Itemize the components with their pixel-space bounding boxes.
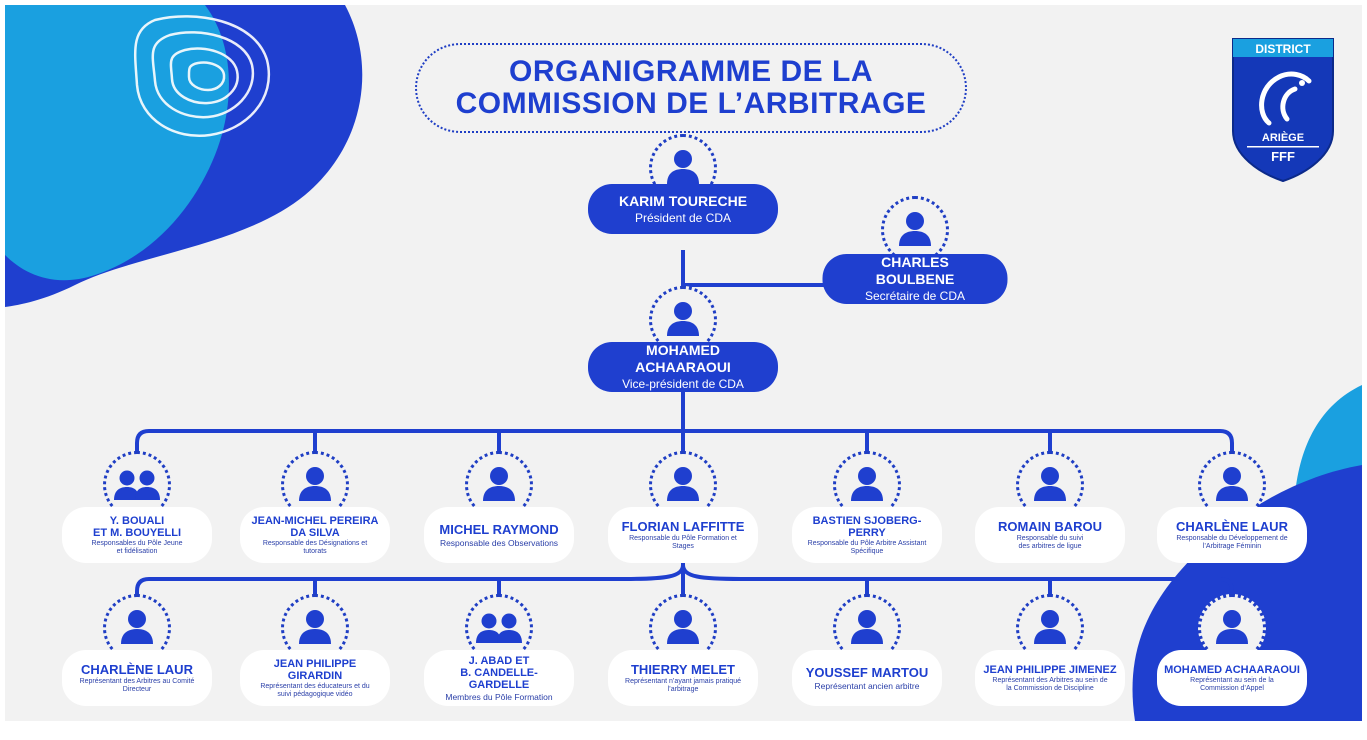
person-icon (667, 302, 699, 336)
member-name: J. ABAD ET B. CANDELLE-GARDELLE (460, 654, 538, 691)
president-card: KARIM TOURECHE Président de CDA (588, 184, 778, 234)
member-name: JEAN-MICHEL PEREIRA DA SILVA (251, 514, 379, 539)
member-name: YOUSSEF MARTOU (805, 664, 929, 680)
member-role: Responsable du Pôle Arbitre Assistant Sp… (807, 539, 927, 555)
person-icon (299, 467, 331, 501)
member-name: MOHAMED ACHAARAOUI (1164, 663, 1300, 676)
member-role: Représentant des éducateurs et du suivi … (260, 682, 370, 698)
person-icon (1034, 467, 1066, 501)
decorative-blue-shape-top-left (5, 5, 363, 307)
person-icon (1216, 467, 1248, 501)
member-name: THIERRY MELET (630, 661, 735, 677)
person-icon (1034, 610, 1066, 644)
logo-mid-text: ARIÈGE (1262, 131, 1304, 144)
president-role: Président de CDA (634, 210, 732, 225)
member-role: Responsable des Désignations et tutorats (262, 539, 368, 555)
person-icon (1216, 610, 1248, 644)
secretary-name: CHARLES BOULBENE (875, 254, 955, 287)
member-name: JEAN PHILIPPE JIMENEZ (983, 663, 1117, 676)
title-line-2: COMMISSION DE L’ARBITRAGE (455, 87, 927, 120)
secretary-role: Secrétaire de CDA (864, 289, 966, 303)
secretary-avatar (881, 196, 949, 264)
vice-president-role: Vice-président de CDA (622, 377, 744, 391)
member-name: ROMAIN BAROU (998, 518, 1102, 534)
member-role: Représentant n’ayant jamais pratiqué l’a… (625, 677, 741, 693)
president-name: KARIM TOURECHE (618, 192, 748, 209)
person-icon (483, 467, 515, 501)
member-role: Responsable du Développement de l’Arbitr… (1176, 534, 1288, 550)
person-icon (667, 150, 699, 184)
person-icon (121, 610, 153, 644)
member-name: BASTIEN SJOBERG-PERRY (812, 514, 922, 539)
person-icon (667, 467, 699, 501)
member-role: Responsable du suivi des arbitres de lig… (1016, 534, 1084, 550)
member-role: Responsables du Pôle Jeune et fidélisati… (91, 539, 183, 555)
person-icon (299, 610, 331, 644)
person-icon (667, 610, 699, 644)
member-name: CHARLÈNE LAUR (81, 661, 193, 677)
member-role: Représentant ancien arbitre (814, 680, 920, 691)
member-name: JEAN PHILIPPE GIRARDIN (273, 657, 357, 682)
member-role: Représentant des Arbitres au Comité Dire… (79, 677, 195, 693)
logo-top-text: DISTRICT (1255, 42, 1311, 56)
member-role: Représentant au sein de la Commission d’… (1190, 676, 1274, 692)
vice-president-name: MOHAMED ACHAARAOUI (635, 342, 731, 375)
logo-bottom-text: FFF (1271, 149, 1295, 164)
member-name: MICHEL RAYMOND (439, 521, 559, 537)
person-icon (851, 467, 883, 501)
vice-president-card: MOHAMED ACHAARAOUI Vice-président de CDA (588, 342, 778, 392)
person-icon (851, 610, 883, 644)
rooster-icon (1259, 71, 1312, 126)
title-line-1: ORGANIGRAMME DE LA (509, 55, 873, 88)
member-name: Y. BOUALI ET M. BOUYELLI (93, 514, 181, 539)
person-icon (899, 212, 931, 246)
secretary-card: CHARLES BOULBENE Secrétaire de CDA (822, 254, 1008, 304)
member-role: Responsable du Pôle Formation et Stages (629, 534, 737, 550)
district-ariege-fff-logo: DISTRICT ARIÈGE FFF (1232, 38, 1334, 183)
poster: ORGANIGRAMME DE LA COMMISSION DE L’ARBIT… (5, 5, 1362, 721)
member-role: Responsable des Observations (439, 537, 559, 548)
member-role: Membres du Pôle Formation (445, 691, 553, 702)
member-name: CHARLÈNE LAUR (1176, 518, 1288, 534)
member-role: Représentant des Arbitres au sein de la … (992, 676, 1108, 692)
title-box: ORGANIGRAMME DE LA COMMISSION DE L’ARBIT… (415, 43, 967, 133)
group-icon (476, 613, 522, 643)
member-name: FLORIAN LAFFITTE (621, 518, 745, 534)
group-icon (114, 470, 160, 500)
